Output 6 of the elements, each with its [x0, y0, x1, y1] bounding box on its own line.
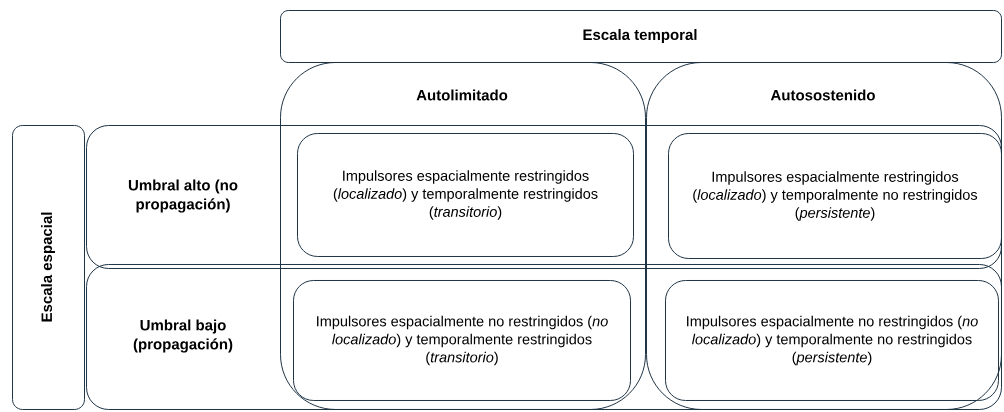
side-band: Escala espacial — [12, 125, 85, 410]
cell-box: Impulsores espacialmente no restringidos (no localizado) y temporalmente restringidos (transitorio) — [293, 280, 631, 401]
header-band: Escala temporal — [280, 10, 1002, 63]
cell-box: Impulsores espacialmente no restringidos (no localizado) y temporalmente no restringidos (persistente) — [665, 280, 999, 401]
cell-box: Impulsores espacialmente restringidos (localizado) y temporalmente restringidos (transitorio) — [297, 133, 634, 257]
cell-box: Impulsores espacialmente restringidos (localizado) y temporalmente no restringidos (persistente) — [668, 133, 1002, 259]
